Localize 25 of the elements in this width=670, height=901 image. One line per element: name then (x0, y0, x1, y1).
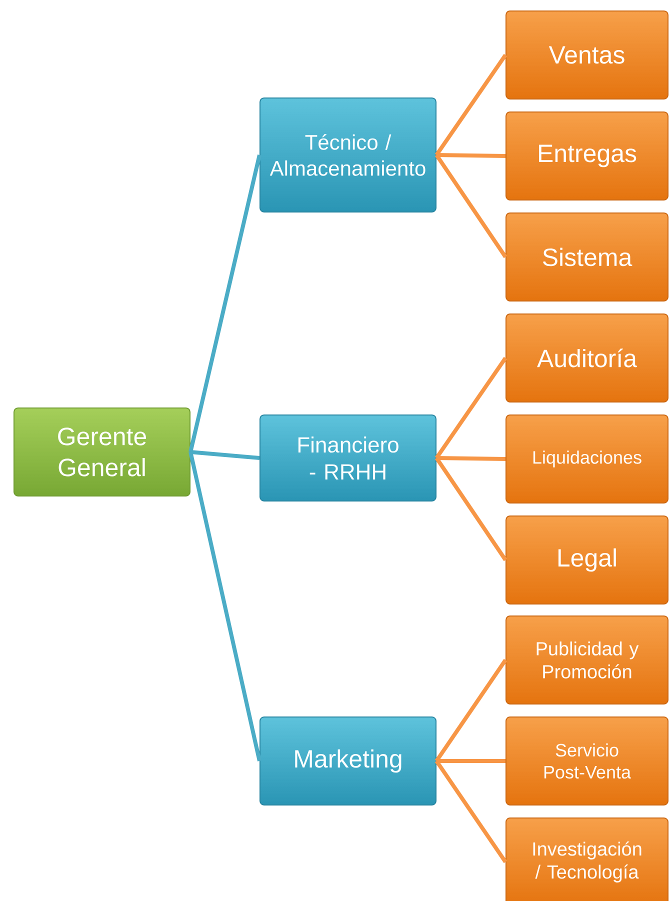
connector-line (436, 759, 506, 763)
connector-line (434, 154, 508, 258)
connector-line (434, 356, 508, 460)
area-box: Ventas (506, 10, 668, 100)
area-box: Entregas (506, 112, 668, 200)
department-box: Marketing (260, 716, 436, 806)
manager-box: Gerente General (14, 408, 190, 496)
connector-line (436, 153, 506, 158)
area-box: Legal (506, 516, 668, 604)
connector-line (434, 760, 508, 864)
area-box: Investigación / Tecnología (506, 818, 668, 901)
connector-line (188, 452, 262, 762)
area-box: Sistema (506, 212, 668, 302)
department-box: Técnico / Almacenamiento (260, 98, 436, 212)
area-box: Auditoría (506, 314, 668, 402)
area-box: Publicidad y Promoción (506, 616, 668, 704)
connector-line (188, 154, 262, 452)
connector-line (434, 54, 508, 156)
connector-line (190, 450, 260, 460)
area-box: Servicio Post-Venta (506, 716, 668, 806)
connector-line (434, 456, 508, 562)
connector-line (434, 658, 508, 762)
area-box: Liquidaciones (506, 414, 668, 504)
department-box: Financiero - RRHH (260, 414, 436, 502)
connector-line (436, 456, 506, 461)
